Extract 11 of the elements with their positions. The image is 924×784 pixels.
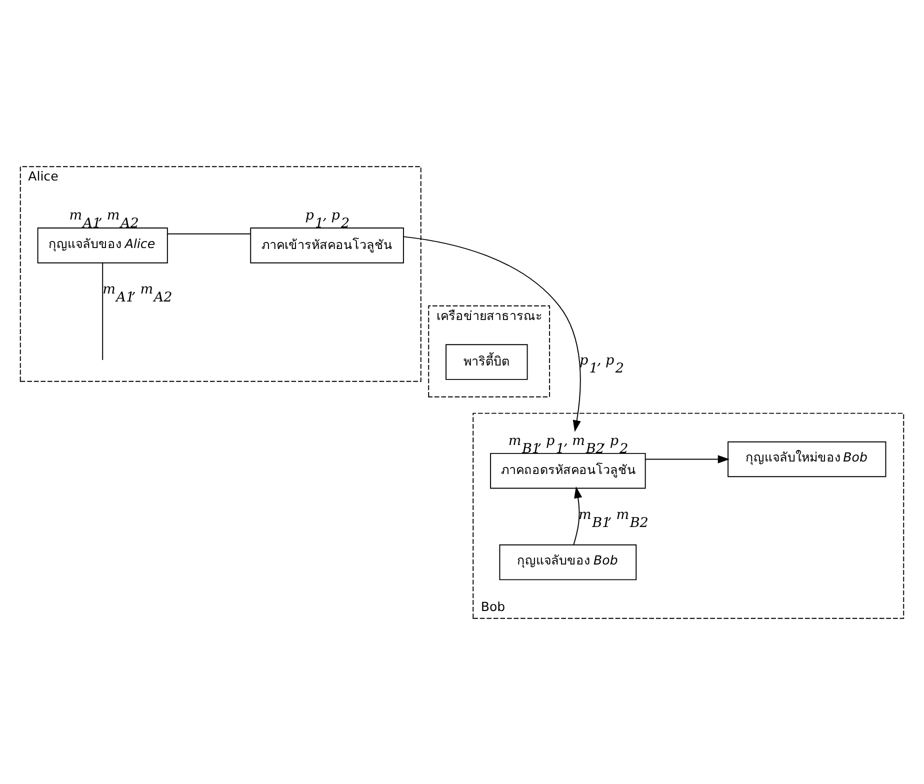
connector <box>167 232 251 234</box>
node-box: กุญแจลับของ Alice <box>37 227 168 263</box>
arrow <box>644 454 730 463</box>
node-box: ภาคถอดรหัสคอนโวลูชัน <box>490 452 646 488</box>
connector <box>102 262 104 360</box>
node-box: พาริตี้บิต <box>446 344 528 380</box>
arrow <box>573 486 582 545</box>
node-box: ภาคเข้ารหัสคอนโวลูชัน <box>250 227 404 263</box>
node-box: กุญแจลับใหม่ของ Bob <box>728 440 886 477</box>
node-box: กุญแจลับของ Bob <box>499 544 637 580</box>
arrow <box>403 236 581 432</box>
